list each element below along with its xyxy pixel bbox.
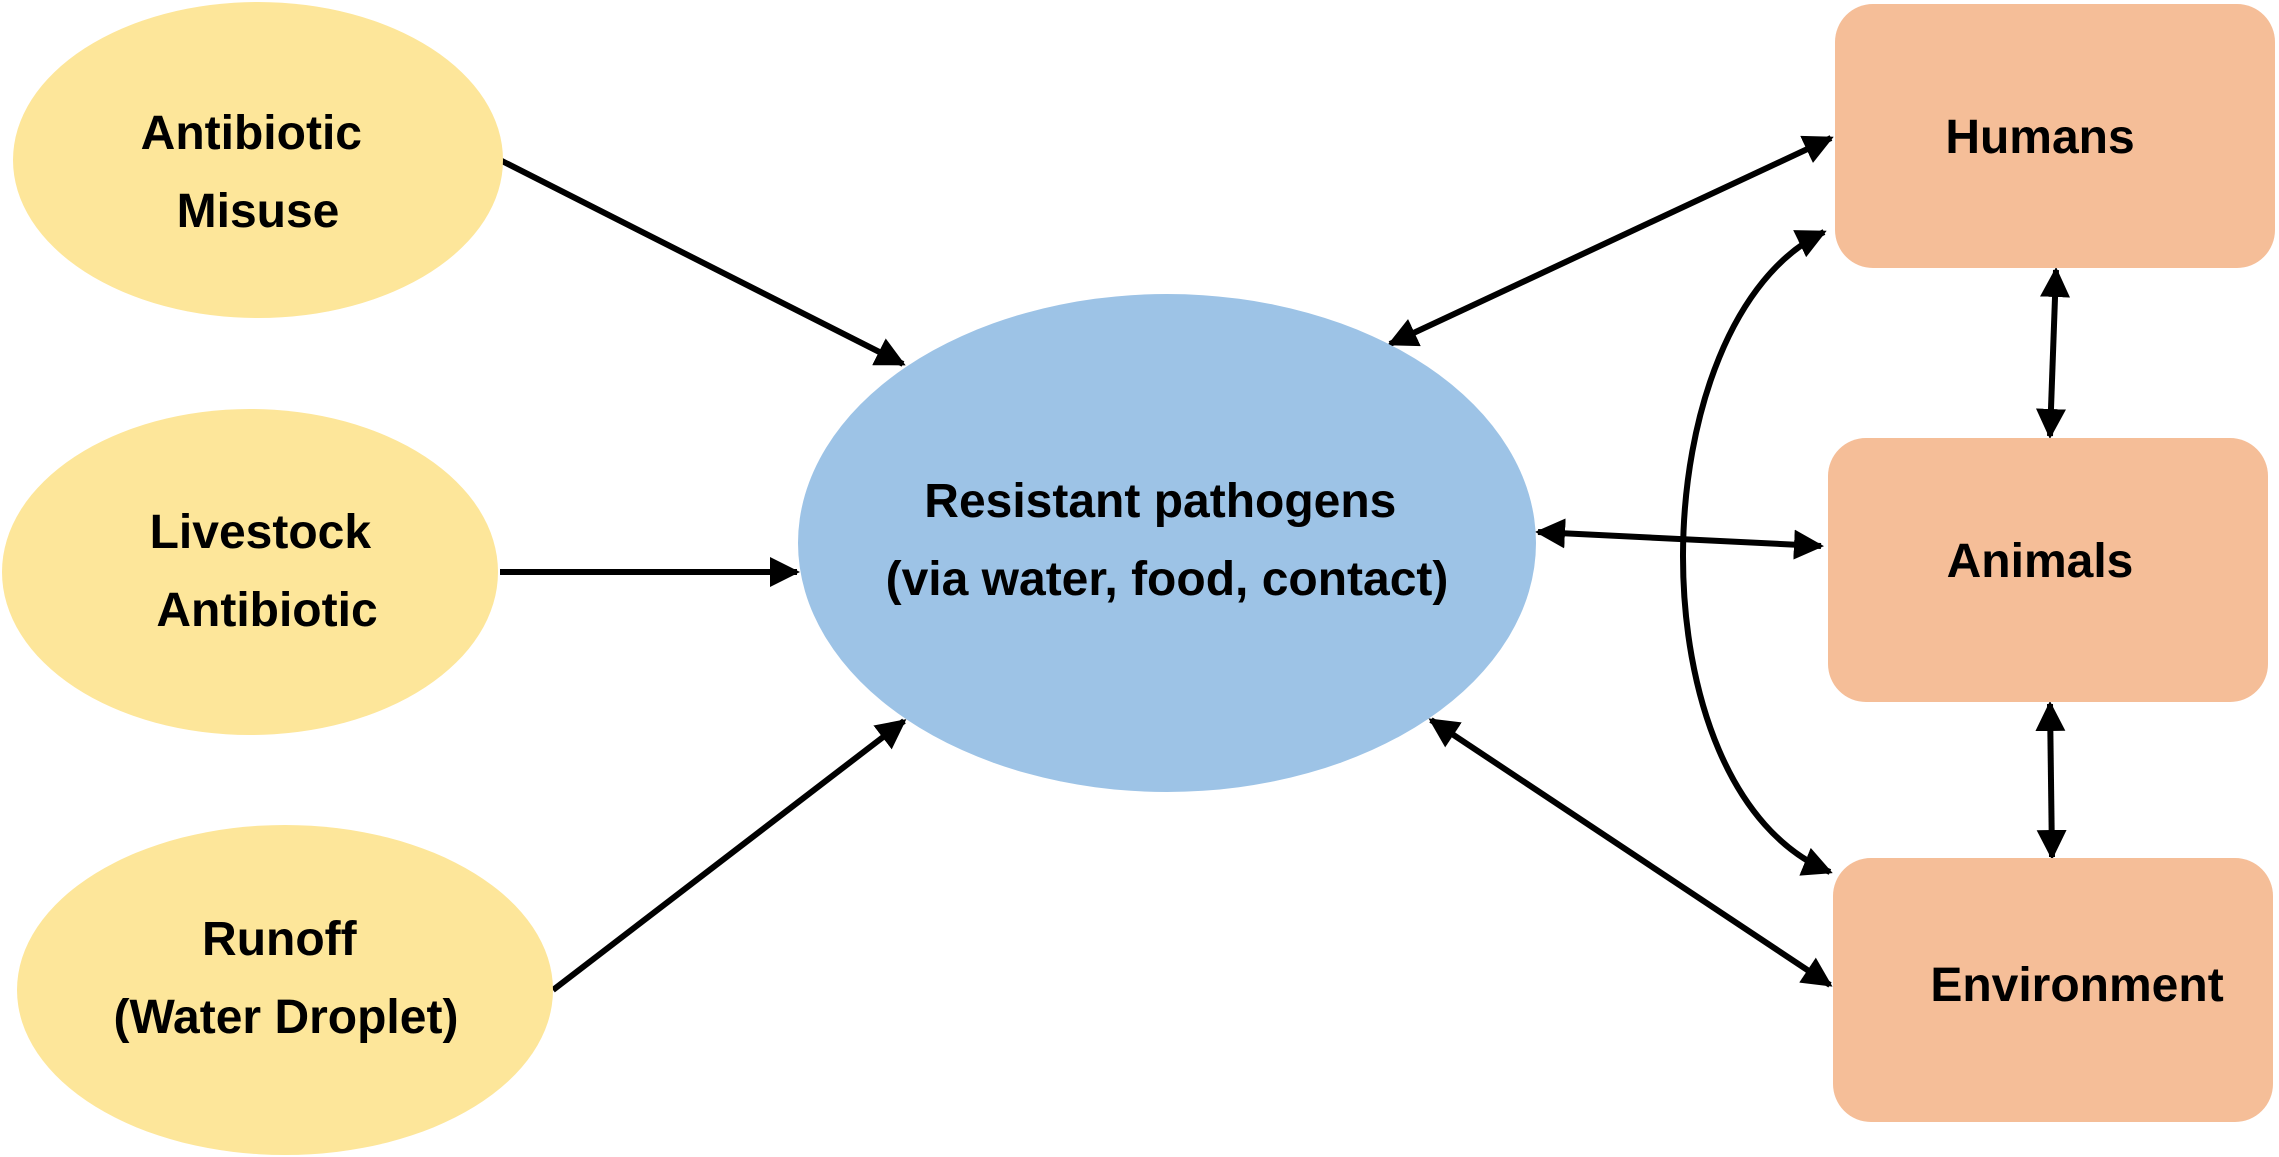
- cause-label-line: Antibiotic: [141, 107, 362, 160]
- svg-text:Livestock Antibiotic: Livestock Antibiotic: [150, 506, 385, 637]
- cause-label-line: Livestock: [150, 506, 372, 559]
- svg-text:Animals: Animals: [1947, 535, 2134, 588]
- edge-humans-animals: [2035, 267, 2071, 439]
- host-label: Animals: [1947, 535, 2134, 588]
- edge-pathogens-environment: [1428, 717, 1833, 988]
- edges: [498, 135, 2071, 993]
- host-box: [1833, 858, 2273, 1122]
- cause-node-antibiotic-misuse: Antibiotic Misuse: [13, 2, 503, 318]
- center-label-line: (via water, food, contact): [886, 553, 1449, 606]
- edge-misuse-to-pathogens: [498, 157, 906, 367]
- svg-text:Environment: Environment: [1930, 959, 2223, 1012]
- host-box: [1835, 4, 2275, 268]
- cause-label-line: Misuse: [177, 185, 340, 238]
- svg-text:Resistant pathogens (via: Resistant pathogens (via water, food, co…: [886, 475, 1449, 606]
- edge-pathogens-animals: [1535, 518, 1824, 560]
- svg-text:Antibiotic Misuse: Antibiotic Misuse: [141, 107, 376, 238]
- cause-ellipse: [13, 2, 503, 318]
- cause-ellipse: [2, 409, 498, 735]
- cause-label-line: Runoff: [202, 913, 358, 966]
- edge-runoff-to-pathogens: [551, 718, 907, 993]
- center-label-line: Resistant pathogens: [924, 475, 1396, 528]
- cause-node-runoff: Runoff (Water Droplet): [17, 825, 553, 1155]
- host-node-animals: Animals: [1828, 438, 2268, 702]
- host-node-environment: Environment: [1833, 858, 2273, 1122]
- edge-pathogens-humans: [1387, 135, 1834, 347]
- svg-text:Humans: Humans: [1945, 111, 2134, 164]
- cause-label-line: Antibiotic: [156, 584, 377, 637]
- edge-humans-environment: [1680, 229, 1833, 876]
- center-ellipse: [798, 294, 1536, 792]
- cause-label-line: (Water Droplet): [114, 991, 459, 1044]
- cause-node-livestock-antibiotic: Livestock Antibiotic: [2, 409, 498, 735]
- host-node-humans: Humans: [1835, 4, 2275, 268]
- edge-animals-environment: [2035, 701, 2067, 860]
- host-label: Environment: [1930, 959, 2223, 1012]
- svg-text:Runoff (Water Droplet): Runoff (Water Droplet): [114, 913, 459, 1044]
- host-label: Humans: [1945, 111, 2134, 164]
- center-node-resistant-pathogens: Resistant pathogens (via water, food, co…: [798, 294, 1536, 792]
- host-box: [1828, 438, 2268, 702]
- cause-ellipse: [17, 825, 553, 1155]
